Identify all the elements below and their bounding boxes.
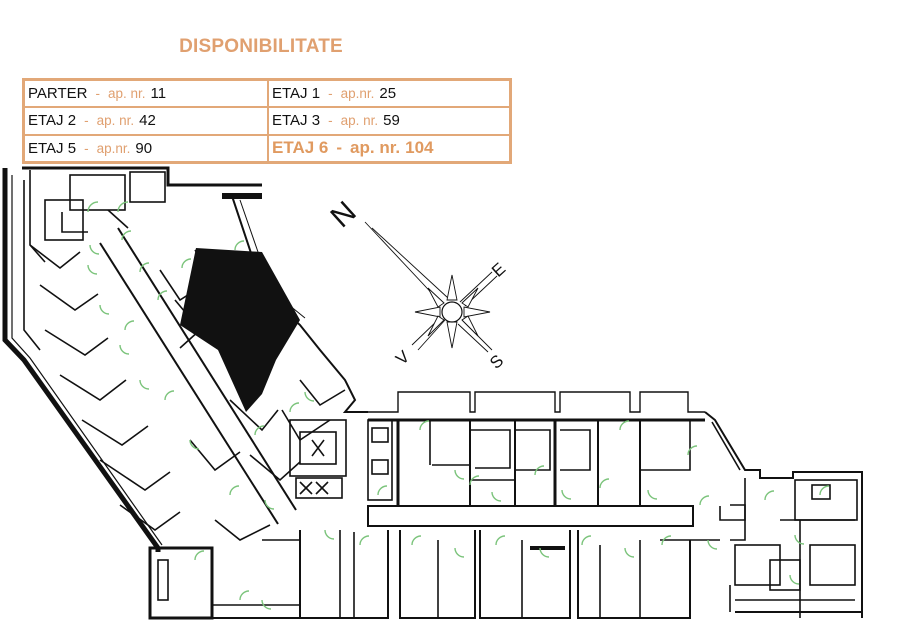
compass-rose — [364, 221, 498, 353]
apartment-label: ap. nr. — [107, 86, 146, 102]
door-swings — [87, 201, 830, 610]
availability-cell: ETAJ 2 - ap. nr. 42 — [24, 107, 268, 135]
dash: - — [328, 113, 333, 129]
apartment-label: ap. nr. — [96, 113, 135, 129]
horizontal-wing — [148, 391, 705, 620]
dash: - — [84, 140, 89, 156]
availability-cell-highlight: ETAJ 6 - ap. nr. 104 — [268, 134, 510, 162]
compass-south-label: S — [486, 351, 507, 373]
availability-table: PARTER - ap. nr. 11 ETAJ 1 - ap.nr. 25 E… — [22, 78, 512, 164]
stair-core — [180, 248, 300, 412]
dash: - — [84, 113, 89, 129]
apartment-label: ap. nr. — [350, 138, 401, 158]
east-wing — [690, 411, 863, 618]
apartment-label: ap.nr. — [340, 86, 375, 102]
availability-cell: PARTER - ap. nr. 11 — [24, 80, 268, 108]
dash: - — [95, 86, 100, 102]
floor-label: ETAJ 2 — [28, 112, 77, 130]
floor-label: ETAJ 1 — [272, 85, 321, 103]
compass-north-label: N — [324, 195, 362, 234]
diagonal-wing — [2, 166, 368, 552]
dash: - — [336, 138, 343, 158]
floor-label: ETAJ 3 — [272, 112, 321, 130]
apartment-number: 25 — [379, 85, 397, 103]
apartment-number: 42 — [139, 112, 156, 130]
apartment-number: 104 — [405, 138, 434, 158]
compass-east-label: E — [488, 259, 509, 281]
apartment-label: ap.nr. — [96, 140, 131, 156]
dash: - — [328, 86, 333, 102]
compass-west-label: V — [392, 347, 414, 369]
availability-cell: ETAJ 5 - ap.nr. 90 — [24, 134, 268, 162]
page-title: DISPONIBILITATE — [179, 36, 343, 57]
apartment-number: 59 — [383, 112, 400, 130]
apartment-label: ap. nr. — [340, 113, 379, 129]
apartment-number: 11 — [150, 85, 167, 103]
floor-label: ETAJ 6 — [272, 138, 329, 158]
floor-label: ETAJ 5 — [28, 139, 77, 157]
floor-label: PARTER — [28, 85, 88, 103]
availability-cell: ETAJ 3 - ap. nr. 59 — [268, 107, 510, 135]
availability-cell: ETAJ 1 - ap.nr. 25 — [268, 80, 510, 108]
apartment-number: 90 — [135, 139, 153, 157]
